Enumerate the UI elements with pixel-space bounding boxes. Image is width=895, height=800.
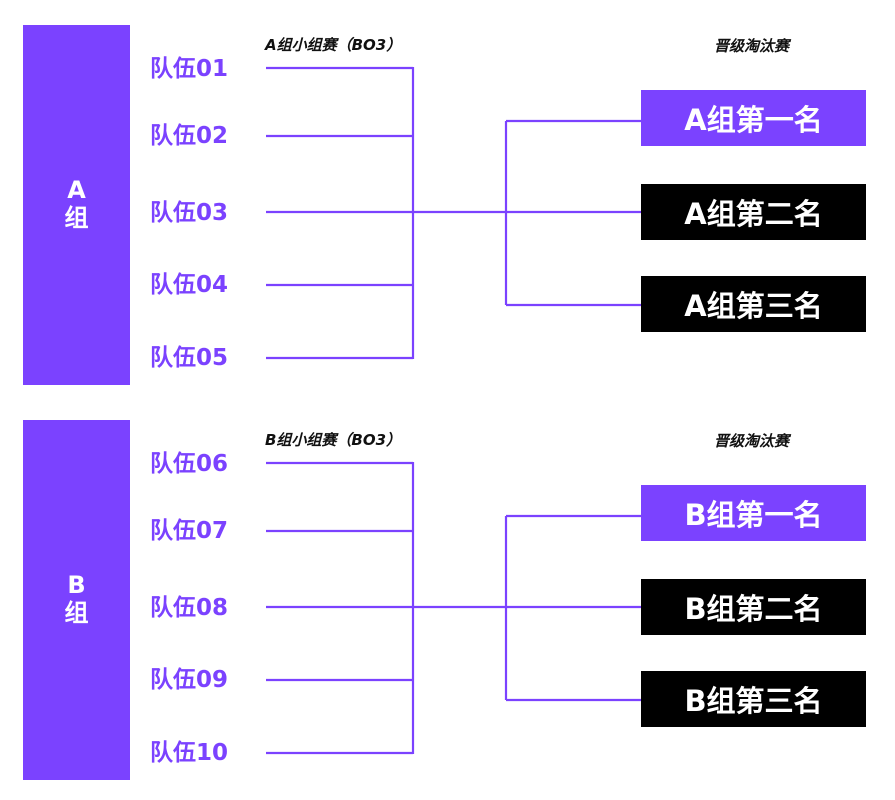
group-a-stage-heading: A组小组赛（BO3）: [265, 36, 402, 54]
group-a-connector-lines: [266, 66, 641, 360]
group-b-connector-lines: [266, 461, 641, 755]
rank-box-second: B组第二名: [641, 579, 866, 635]
team-label: 队伍10: [150, 740, 229, 766]
group-b-label-bar: B 组: [23, 420, 130, 780]
team-label: 队伍07: [150, 518, 229, 544]
team-label: 队伍03: [150, 200, 229, 226]
group-b-bracket: B 组 B组小组赛（BO3） 晋级淘汰赛 队伍06 队伍07 队伍08 队伍09…: [0, 395, 895, 780]
team-label: 队伍08: [150, 595, 229, 621]
group-b-advance-heading: 晋级淘汰赛: [714, 432, 790, 450]
team-label: 队伍01: [150, 56, 229, 82]
team-label: 队伍04: [150, 272, 229, 298]
team-label: 队伍02: [150, 123, 229, 149]
group-b-stage-heading: B组小组赛（BO3）: [265, 431, 402, 449]
group-a-letter: A: [67, 176, 86, 205]
team-label: 队伍05: [150, 345, 229, 371]
group-b-letter: B: [67, 571, 86, 600]
rank-box-third: B组第三名: [641, 671, 866, 727]
group-a-label-bar: A 组: [23, 25, 130, 385]
group-b-suffix: 组: [64, 599, 89, 627]
group-a-suffix: 组: [64, 204, 89, 232]
rank-box-first: B组第一名: [641, 485, 866, 541]
rank-box-first: A组第一名: [641, 90, 866, 146]
group-a-bracket: A 组 A组小组赛（BO3） 晋级淘汰赛 队伍01 队伍02 队伍03 队伍04…: [0, 0, 895, 385]
team-label: 队伍06: [150, 451, 229, 477]
rank-box-second: A组第二名: [641, 184, 866, 240]
group-a-advance-heading: 晋级淘汰赛: [714, 37, 790, 55]
rank-box-third: A组第三名: [641, 276, 866, 332]
team-label: 队伍09: [150, 667, 229, 693]
